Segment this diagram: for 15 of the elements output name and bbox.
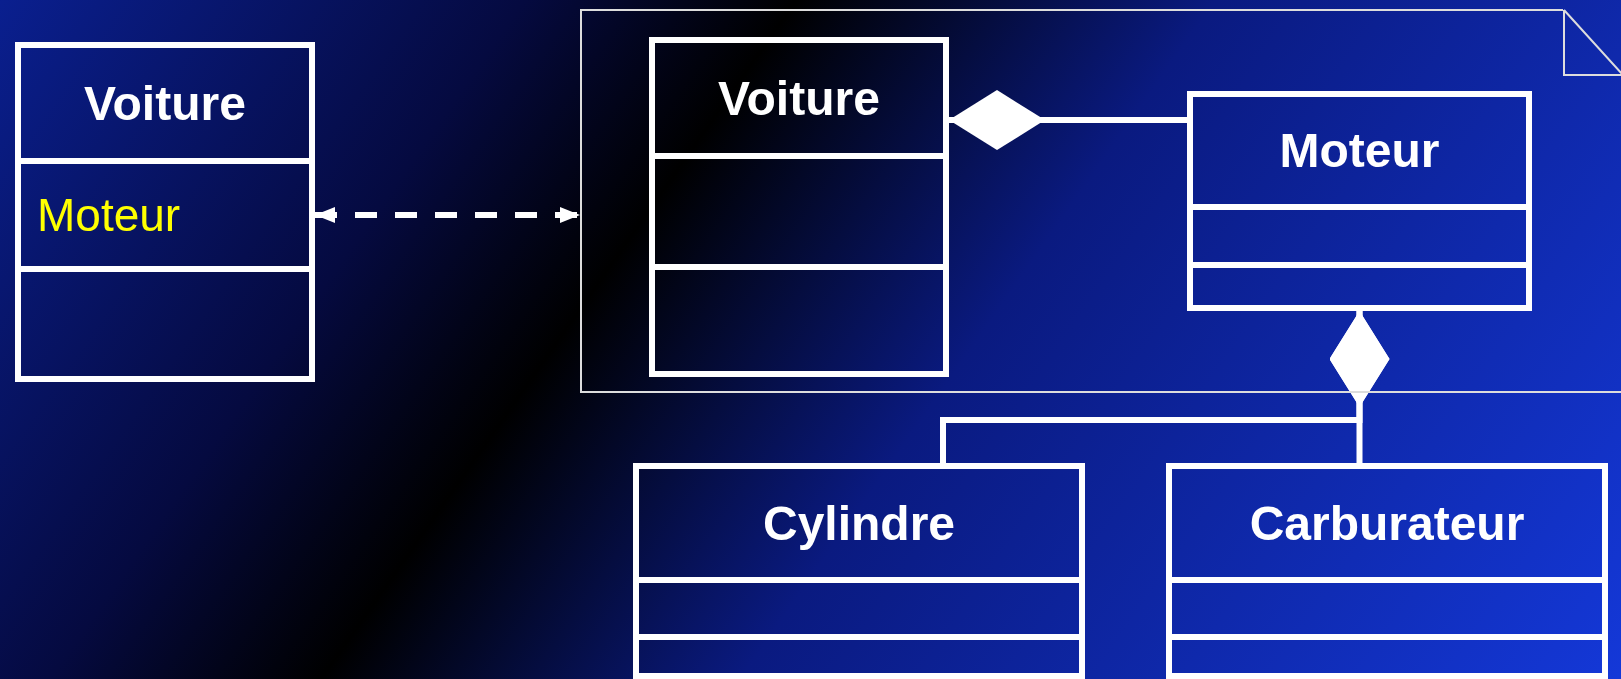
class-box [1187, 91, 1532, 311]
attribute-text: Moteur [37, 188, 181, 242]
class-name: Moteur [1279, 123, 1440, 178]
dashed-arrow [315, 207, 580, 223]
class-name: Carburateur [1249, 495, 1525, 551]
class-name: Voiture [718, 70, 880, 126]
class-box [649, 37, 949, 377]
class-box [15, 42, 315, 382]
class-name: Cylindre [762, 495, 955, 551]
composition-line [1329, 311, 1390, 463]
composition-line [949, 90, 1187, 150]
note-frame [580, 11, 1621, 393]
class-box [633, 463, 1085, 679]
class-box [1166, 463, 1608, 679]
class-name: Voiture [84, 75, 246, 131]
